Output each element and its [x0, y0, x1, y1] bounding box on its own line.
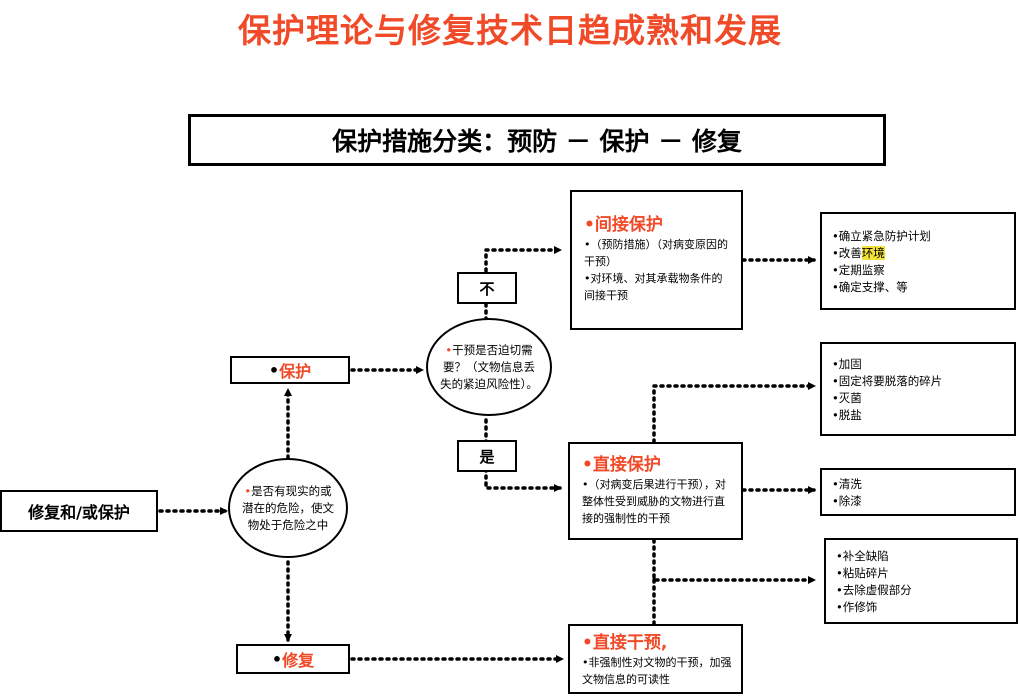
bullet-icon: •	[582, 633, 593, 653]
list-item: •改善环境	[832, 246, 885, 260]
list-item: •除漆	[832, 494, 862, 508]
list-item: •定期监察	[832, 263, 885, 277]
direct-protection-text: •（对病变后果进行干预），对整体性受到威胁的文物进行直接的强制性的干预	[582, 478, 726, 525]
direct-protection-title: 直接保护	[592, 455, 661, 475]
list-item: •作修饰	[836, 600, 878, 614]
direct-measures-list-a: •加固 •固定将要脱落的碎片 •灭菌 •脱盐	[820, 342, 1016, 436]
start-box: 修复和/或保护	[0, 490, 158, 532]
protect-box: •保护	[230, 356, 350, 384]
indirect-protection-line2: •对环境、对其承载物条件的间接干预	[584, 272, 723, 302]
indirect-protection-box: •间接保护 •（预防措施）（对病变原因的干预） •对环境、对其承载物条件的间接干…	[570, 190, 743, 330]
direct-protection-box: •直接保护 •（对病变后果进行干预），对整体性受到威胁的文物进行直接的强制性的干…	[568, 442, 743, 540]
restoration-measures-list: •补全缺陷 •粘贴碎片 •去除虚假部分 •作修饰	[824, 538, 1018, 624]
arrow-to-restore-measures	[652, 538, 816, 584]
direct-intervention-box: •直接干预, •非强制性对文物的干预，加强文物信息的可读性	[568, 624, 743, 694]
list-item: •加固	[832, 357, 862, 371]
list-item: •去除虚假部分	[836, 583, 912, 597]
list-item: •固定将要脱落的碎片	[832, 374, 943, 388]
list-item: •脱盐	[832, 408, 862, 422]
list-item: •补全缺陷	[836, 549, 889, 563]
yes-label: 是	[457, 440, 517, 472]
protect-label: 保护	[279, 362, 312, 381]
bullet-icon: •	[445, 342, 453, 357]
indirect-protection-title: 间接保护	[594, 215, 663, 235]
urgency-question-ellipse: •干预是否迫切需要？（文物信息丢失的紧迫风险性）。	[426, 318, 552, 416]
highlighted-text: 环境	[861, 246, 885, 260]
bullet-icon: •	[584, 215, 595, 235]
bullet-icon: •	[271, 649, 283, 669]
danger-question-ellipse: •是否有现实的或潜在的危险，使文物处于危险之中	[228, 458, 348, 558]
indirect-measures-list: •确立紧急防护计划 •改善环境 •定期监察 •确定支撑、等	[820, 212, 1016, 310]
restore-box: •修复	[236, 644, 350, 674]
restore-label: 修复	[282, 651, 315, 670]
list-item: •灭菌	[832, 391, 862, 405]
page-title: 保护理论与修复技术日趋成熟和发展	[238, 11, 782, 50]
no-label: 不	[457, 272, 517, 304]
list-item: •确立紧急防护计划	[832, 229, 931, 243]
danger-question-text: 是否有现实的或潜在的危险，使文物处于危险之中	[242, 483, 334, 532]
direct-measures-list-b: •清洗 •除漆	[820, 468, 1016, 516]
arrow-direct-to-measures-a	[652, 382, 816, 444]
list-item: •清洗	[832, 477, 862, 491]
indirect-protection-line1: •（预防措施）（对病变原因的干预）	[584, 238, 728, 268]
list-item: •粘贴碎片	[836, 566, 889, 580]
bullet-icon: •	[582, 455, 593, 475]
urgency-question-text: 干预是否迫切需要？（文物信息丢失的紧迫风险性）。	[440, 342, 538, 391]
bullet-icon: •	[244, 483, 252, 498]
bullet-icon: •	[268, 360, 280, 380]
direct-intervention-text: •非强制性对文物的干预，加强文物信息的可读性	[582, 656, 732, 686]
direct-intervention-title: 直接干预,	[592, 633, 668, 653]
list-item: •确定支撑、等	[832, 280, 908, 294]
classification-heading: 保护措施分类：预防 － 保护 － 修复	[188, 114, 886, 166]
